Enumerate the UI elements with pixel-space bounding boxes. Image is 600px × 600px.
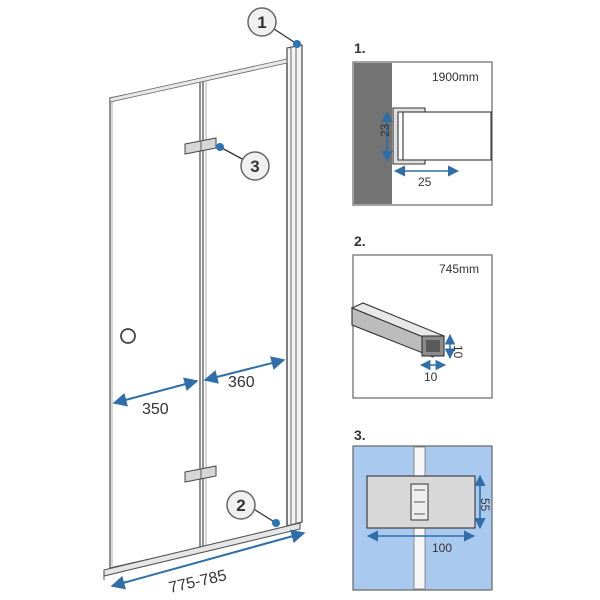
dimension-left-panel: 350 (112, 377, 199, 418)
detail-3-width: 100 (432, 541, 452, 555)
callout-2: 2 (226, 490, 280, 527)
callout-2-label: 2 (236, 496, 245, 515)
hinge-bottom (184, 465, 217, 483)
detail-1-number: 1. (354, 40, 366, 56)
callout-3: 3 (216, 143, 270, 181)
detail-3-number: 3. (354, 427, 366, 443)
callout-3-label: 3 (250, 157, 259, 176)
door-knob-icon (120, 328, 136, 344)
shower-door-drawing: 350 360 775-785 1 2 3 (103, 7, 306, 597)
detail-1-profile (392, 107, 492, 165)
detail-1-width: 25 (418, 175, 432, 189)
detail-2: 2. 745mm 10 10 (350, 233, 493, 399)
dimension-left-panel-label: 350 (142, 401, 169, 418)
detail-3: 3. 55 100 (352, 427, 493, 591)
detail-2-width: 10 (424, 370, 438, 384)
detail-1: 1. 1900mm 23 25 (352, 40, 493, 206)
dimension-right-panel-label: 360 (228, 374, 255, 391)
callout-1: 1 (247, 7, 301, 48)
callout-1-label: 1 (257, 13, 266, 32)
detail-2-length: 745mm (439, 262, 479, 276)
dimension-right-panel: 360 (203, 356, 286, 391)
hinge-top (184, 137, 217, 155)
detail-3-height: 55 (478, 498, 492, 512)
wall-profile (286, 44, 303, 527)
detail-2-tube (350, 302, 446, 358)
detail-2-height: 10 (451, 345, 465, 359)
dimension-total-width-label: 775-785 (167, 567, 228, 597)
top-rail (109, 58, 288, 103)
detail-2-number: 2. (354, 233, 366, 249)
detail-1-height: 23 (378, 123, 392, 137)
detail-1-length: 1900mm (432, 70, 479, 84)
